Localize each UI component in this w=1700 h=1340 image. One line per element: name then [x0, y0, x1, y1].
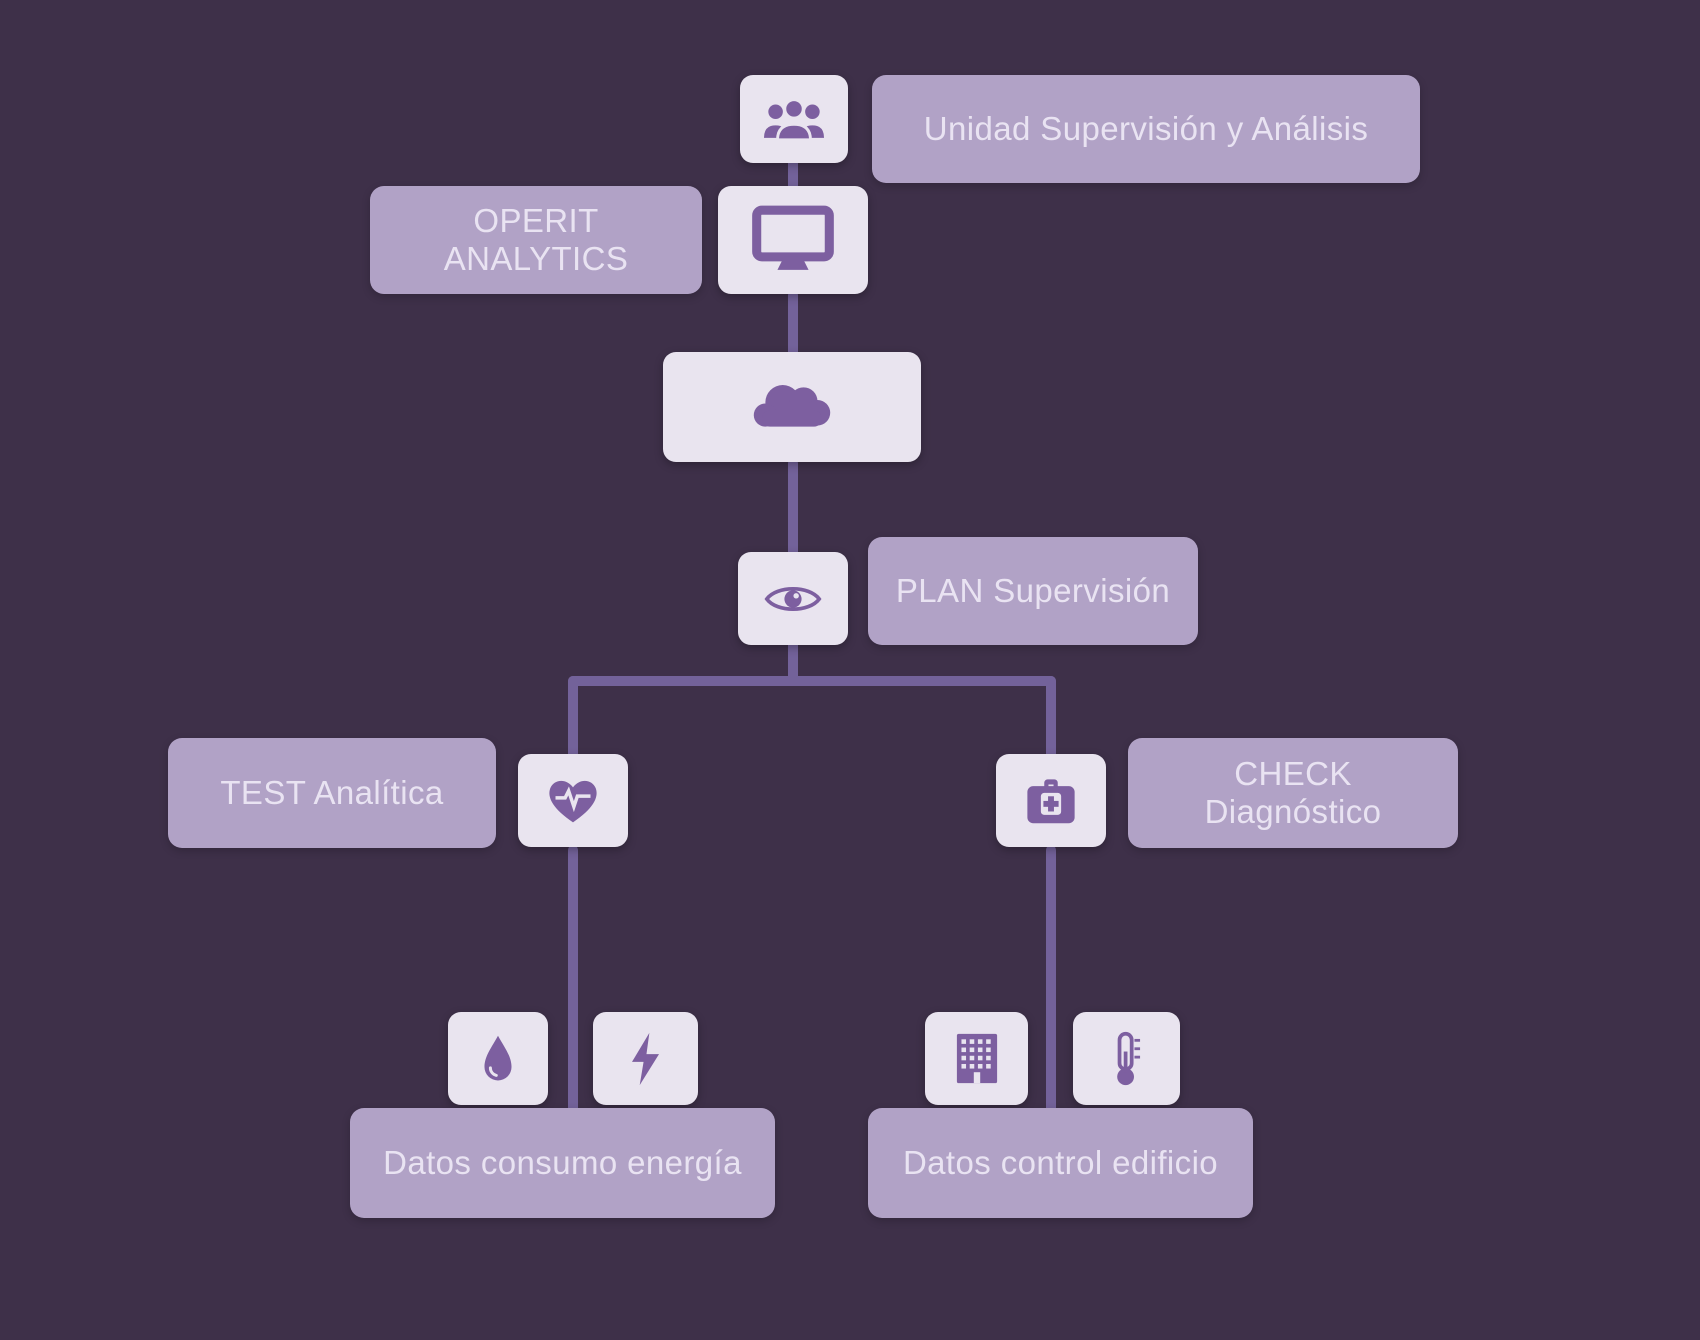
- connector-split-firstaid: [1046, 676, 1056, 761]
- connector-firstaid-control: [1046, 845, 1056, 1120]
- node-droplet: [448, 1012, 548, 1105]
- node-bolt: [593, 1012, 698, 1105]
- connector-horizontal-split: [568, 676, 1056, 686]
- node-thermometer: [1073, 1012, 1180, 1105]
- connector-monitor-cloud: [788, 290, 798, 360]
- connector-heart-consumo: [568, 845, 578, 1120]
- label-check-diagnostico: CHECK Diagnóstico: [1128, 738, 1458, 848]
- first-aid-icon: [1027, 779, 1075, 824]
- monitor-icon: [752, 205, 834, 270]
- node-check-diagnostico: [996, 754, 1106, 847]
- label-test-analitica: TEST Analítica: [168, 738, 496, 848]
- connector-users-monitor: [788, 158, 798, 192]
- label-unidad-supervision: Unidad Supervisión y Análisis: [872, 75, 1420, 183]
- node-operit-analytics: [718, 186, 868, 294]
- label-datos-control-edificio: Datos control edificio: [868, 1108, 1253, 1218]
- node-building: [925, 1012, 1028, 1105]
- label-datos-consumo-energia: Datos consumo energía: [350, 1108, 775, 1218]
- connector-split-heart: [568, 676, 578, 761]
- building-icon: [956, 1033, 997, 1084]
- users-icon: [763, 97, 825, 141]
- node-cloud: [663, 352, 921, 462]
- node-plan-supervision: [738, 552, 848, 645]
- label-operit-analytics: OPERIT ANALYTICS: [370, 186, 702, 294]
- cloud-icon: [753, 385, 831, 427]
- droplet-icon: [484, 1035, 512, 1081]
- eye-icon: [764, 586, 822, 611]
- node-supervision-unit: [740, 75, 848, 163]
- connector-eye-split: [788, 640, 798, 686]
- heart-pulse-icon: [549, 780, 597, 823]
- bolt-icon: [631, 1032, 660, 1085]
- label-plan-supervision: PLAN Supervisión: [868, 537, 1198, 645]
- node-test-analitica: [518, 754, 628, 847]
- thermometer-icon: [1116, 1031, 1140, 1085]
- connector-cloud-eye: [788, 458, 798, 558]
